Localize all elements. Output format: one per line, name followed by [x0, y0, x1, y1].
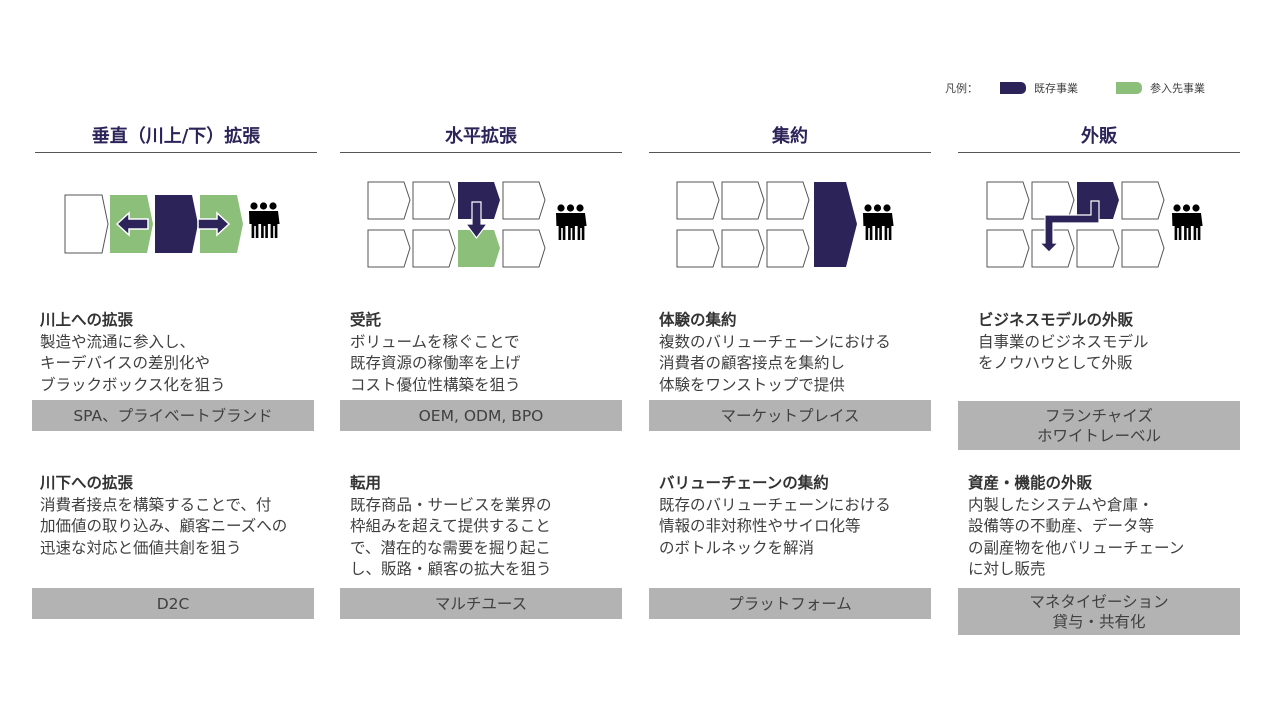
block-line: 複数のバリューチェーンにおける — [659, 332, 891, 351]
block-line: 体験をワンストップで提供 — [659, 375, 845, 394]
block-line: 消費者接点を構築することで、付 — [40, 495, 272, 514]
divider — [958, 152, 1240, 153]
tag-text: SPA、プライベートブランド — [73, 406, 273, 425]
asset-external-sales-block: 資産・機能の外販 内製したシステムや倉庫・ 設備等の不動産、データ等 の副産物を… — [968, 473, 1250, 581]
block-line: 製造や流通に参入し、 — [40, 332, 196, 351]
block-line: をノウハウとして外販 — [978, 354, 1133, 372]
block-heading: ビジネスモデルの外販 — [978, 311, 1134, 329]
left-arrow-icon — [115, 211, 149, 237]
block-line: コスト優位性構築を狙う — [350, 375, 521, 394]
legend-existing-label: 既存事業 — [1034, 82, 1078, 95]
chain-step-existing — [155, 195, 198, 253]
block-line: の副産物を他バリューチェーン — [968, 538, 1185, 557]
column-title-aggregation: 集約 — [772, 126, 808, 147]
downstream-expansion-block: 川下への拡張 消費者接点を構築することで、付 加価値の取り込み、顧客ニーズへの … — [40, 473, 322, 559]
legend-label: 凡例： — [945, 82, 978, 95]
down-arrow-icon — [464, 201, 489, 239]
block-line: ボリュームを稼ぐことで — [350, 332, 520, 351]
divider — [340, 152, 622, 153]
block-line: キーデバイスの差別化や — [40, 354, 211, 372]
column-title-horizontal: 水平拡張 — [445, 126, 517, 147]
tag-text: D2C — [156, 594, 190, 613]
vertical-expansion-diagram — [64, 194, 280, 254]
external-sales-diagram — [986, 181, 1203, 268]
column-title-vertical: 垂直（川上/下）拡張 — [91, 126, 261, 147]
customers-icon — [556, 204, 587, 240]
horizontal-expansion-diagram — [367, 181, 587, 268]
block-line: 情報の非対称性やサイロ化等 — [659, 517, 861, 535]
block-line: 既存商品・サービスを業界の — [350, 495, 552, 514]
block-line: 枠組みを超えて提供すること — [350, 517, 551, 535]
block-line: 消費者の顧客接点を集約し — [659, 354, 846, 372]
customers-icon — [249, 202, 280, 238]
business-model-external-sales-block: ビジネスモデルの外販 自事業のビジネスモデル をノウハウとして外販 — [978, 310, 1260, 375]
example-tag: プラットフォーム — [649, 588, 931, 619]
customers-icon — [1172, 204, 1203, 240]
value-chain-aggregation-block: バリューチェーンの集約 既存のバリューチェーンにおける 情報の非対称性やサイロ化… — [659, 473, 941, 559]
example-tag: OEM, ODM, BPO — [340, 400, 622, 431]
legend-swatch-entry — [1116, 82, 1142, 94]
block-line: 自事業のビジネスモデル — [978, 332, 1149, 351]
block-heading: 転用 — [350, 474, 382, 492]
block-line: 迅速な対応と価値共創を狙う — [40, 538, 242, 557]
tag-text: マルチユース — [434, 594, 528, 613]
block-heading: 資産・機能の外販 — [968, 474, 1093, 492]
customers-icon — [863, 204, 894, 240]
divider — [35, 152, 317, 153]
example-tag: マルチユース — [340, 588, 622, 619]
chain-step-existing-empty — [64, 194, 109, 254]
legend-swatch-existing — [1000, 82, 1026, 94]
tag-text: プラットフォーム — [728, 594, 852, 613]
tag-text: 貸与・共有化 — [1052, 612, 1146, 631]
example-tag: フランチャイズ ホワイトレーベル — [958, 401, 1240, 450]
example-tag: マーケットプレイス — [649, 400, 931, 431]
block-heading: 川上への拡張 — [40, 311, 134, 329]
legend-entry-label: 参入先事業 — [1150, 82, 1205, 95]
chain-step-existing-aggregator — [814, 182, 857, 267]
experience-aggregation-block: 体験の集約 複数のバリューチェーンにおける 消費者の顧客接点を集約し 体験をワン… — [659, 310, 941, 396]
divider — [649, 152, 931, 153]
diversion-block: 転用 既存商品・サービスを業界の 枠組みを超えて提供すること で、潜在的な需要を… — [350, 473, 632, 581]
block-line: に対し販売 — [968, 560, 1046, 578]
upstream-expansion-block: 川上への拡張 製造や流通に参入し、 キーデバイスの差別化や ブラックボックス化を… — [40, 310, 322, 396]
example-tag: D2C — [32, 588, 314, 619]
legend: 凡例： 既存事業 参入先事業 — [945, 80, 1205, 96]
block-line: 既存資源の稼働率を上げ — [350, 354, 521, 372]
block-heading: 体験の集約 — [659, 311, 737, 329]
elbow-arrow-icon — [1038, 200, 1100, 253]
example-tag: SPA、プライベートブランド — [32, 400, 314, 431]
block-heading: 川下への拡張 — [40, 474, 134, 492]
tag-text: OEM, ODM, BPO — [418, 406, 544, 425]
chain-step-existing — [458, 182, 500, 219]
block-line: 内製したシステムや倉庫・ — [968, 495, 1154, 514]
block-heading: 受託 — [350, 311, 382, 329]
tag-text: マーケットプレイス — [720, 406, 860, 425]
example-tag: マネタイゼーション 貸与・共有化 — [958, 588, 1240, 635]
block-line: し、販路・顧客の拡大を狙う — [350, 560, 552, 578]
aggregation-diagram — [676, 181, 894, 268]
block-line: 加価値の取り込み、顧客ニーズへの — [40, 517, 288, 535]
contract-block: 受託 ボリュームを稼ぐことで 既存資源の稼働率を上げ コスト優位性構築を狙う — [350, 310, 632, 396]
block-heading: バリューチェーンの集約 — [659, 474, 829, 492]
block-line: 設備等の不動産、データ等 — [968, 517, 1155, 535]
block-line: ブラックボックス化を狙う — [40, 375, 226, 394]
block-line: のボトルネックを解消 — [659, 538, 815, 557]
tag-text: ホワイトレーベル — [1036, 426, 1161, 445]
block-line: で、潜在的な需要を掘り起こ — [350, 538, 551, 557]
chain-step-entry — [458, 230, 500, 267]
block-line: 既存のバリューチェーンにおける — [659, 495, 891, 514]
column-title-external-sales: 外販 — [1081, 126, 1117, 147]
right-arrow-icon — [197, 211, 231, 237]
value-chain-diagrams — [64, 181, 1280, 268]
tag-text: マネタイゼーション — [1029, 592, 1169, 611]
tag-text: フランチャイズ — [1045, 406, 1153, 425]
